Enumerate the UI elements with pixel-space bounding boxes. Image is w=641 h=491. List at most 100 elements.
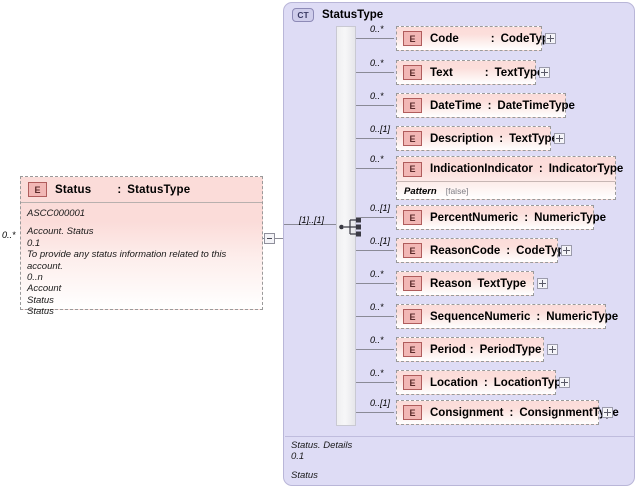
- footer-line: Status: [291, 469, 318, 481]
- row-cardinality: 0..*: [370, 24, 384, 34]
- element-name: DateTime: [430, 99, 482, 112]
- expand-plus-icon[interactable]: [537, 278, 548, 289]
- element-separator: :: [506, 244, 511, 257]
- collapse-minus-icon[interactable]: [264, 233, 275, 244]
- model-group-bar: [336, 26, 356, 426]
- row-connector-line: [356, 72, 394, 73]
- element-name: Consignment: [430, 406, 504, 419]
- element-box-location[interactable]: E Location: LocationType: [396, 370, 568, 395]
- element-type: PeriodType: [479, 343, 542, 356]
- annotation-spacer: [27, 219, 256, 226]
- annotation-line: Account: [27, 283, 62, 295]
- element-separator: :: [483, 376, 488, 389]
- row-connector-line: [356, 283, 394, 284]
- element-separator: :: [467, 277, 472, 290]
- complextype-footer: Status. Details 0.1 Status: [291, 440, 352, 481]
- element-name: ReasonCode: [430, 244, 501, 257]
- expand-plus-icon[interactable]: [602, 407, 613, 418]
- expand-plus-icon[interactable]: [539, 67, 550, 78]
- element-type: DateTimeType: [497, 99, 575, 112]
- row-connector-line: [356, 217, 394, 218]
- status-element-box[interactable]: E Status : StatusType ASCC000001 Account…: [20, 176, 263, 317]
- row-connector-line: [356, 349, 394, 350]
- row-connector-line: [356, 316, 394, 317]
- row-cardinality: 0..*: [370, 58, 384, 68]
- element-badge-icon: E: [403, 131, 422, 146]
- element-badge-icon: E: [403, 31, 422, 46]
- status-element-header: E Status : StatusType: [21, 177, 262, 203]
- element-separator: :: [536, 310, 541, 323]
- status-separator: :: [117, 183, 122, 196]
- annotation-line: Status: [27, 294, 54, 306]
- element-name: Location: [430, 376, 478, 389]
- annotation-line: ASCC000001: [27, 208, 86, 219]
- element-badge-icon: E: [403, 309, 422, 324]
- element-type: ConsignmentType: [519, 406, 619, 419]
- row-connector-line: [356, 382, 394, 383]
- complextype-badge-icon: CT: [292, 8, 314, 22]
- row-cardinality: 0..*: [370, 368, 384, 378]
- element-type: TextType: [477, 277, 527, 290]
- element-type: TextType: [509, 132, 558, 145]
- element-name: PercentNumeric: [430, 211, 519, 224]
- annotation-line: Status: [27, 306, 54, 318]
- element-separator: :: [509, 406, 514, 419]
- element-type: LocationType: [493, 376, 568, 389]
- element-type: TextType: [494, 66, 544, 79]
- element-badge-icon: E: [28, 182, 47, 197]
- element-separator: :: [499, 132, 504, 145]
- compositor-connector-line: [284, 224, 336, 225]
- footer-line: 0.1: [291, 451, 305, 463]
- element-separator: :: [469, 343, 474, 356]
- element-separator: :: [487, 99, 492, 112]
- sequence-icon[interactable]: [339, 216, 365, 238]
- element-name: IndicationIndicator: [430, 163, 533, 175]
- expand-plus-icon[interactable]: [554, 133, 565, 144]
- row-cardinality: 0..[1]: [370, 124, 391, 134]
- expand-plus-icon[interactable]: [561, 245, 572, 256]
- row-cardinality: 0..*: [370, 154, 384, 164]
- row-connector-line: [356, 412, 394, 413]
- row-connector-line: [356, 138, 394, 139]
- row-cardinality: 0..[1]: [370, 236, 391, 246]
- element-name: SequenceNumeric: [430, 310, 531, 323]
- row-cardinality: 0..*: [370, 269, 384, 279]
- row-cardinality: 0..*: [370, 302, 384, 312]
- expand-plus-icon[interactable]: [559, 377, 570, 388]
- status-annotation: ASCC000001 Account. Status 0.1 To provid…: [21, 203, 262, 318]
- element-name: Code: [430, 32, 459, 45]
- complextype-header: CT StatusType: [292, 8, 383, 22]
- expand-plus-icon[interactable]: [545, 33, 556, 44]
- expand-plus-icon[interactable]: [547, 344, 558, 355]
- element-name: Period: [430, 343, 466, 356]
- compositor-cardinality: [1]..[1]: [299, 215, 325, 225]
- row-connector-line: [356, 105, 394, 106]
- element-type: CodeType: [516, 244, 571, 257]
- element-badge-icon: E: [403, 375, 422, 390]
- complextype-title: StatusType: [322, 9, 384, 21]
- annotation-line: 0..n: [27, 272, 43, 284]
- element-type: NumericType: [534, 211, 607, 224]
- row-connector-line: [356, 38, 394, 39]
- element-type: CodeType: [500, 32, 556, 45]
- element-type: IndicatorType: [548, 163, 624, 175]
